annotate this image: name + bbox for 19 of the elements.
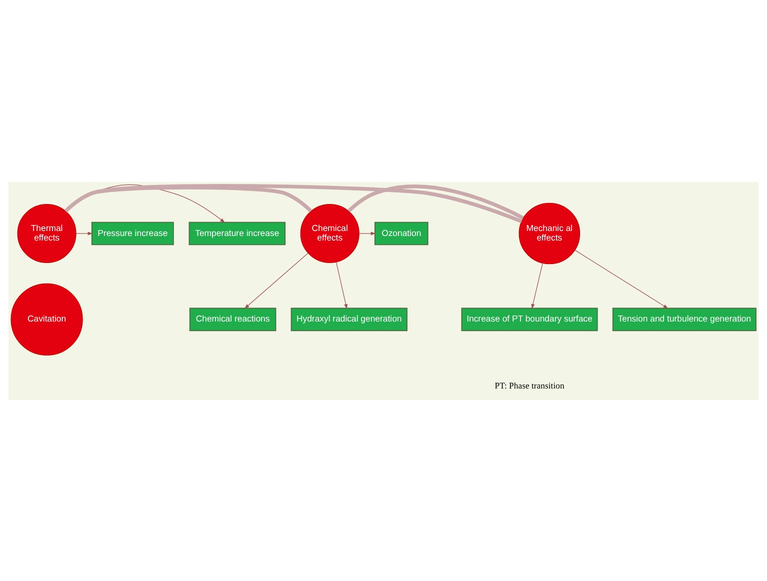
arrow <box>358 231 376 235</box>
node-box: Temperature increase <box>188 221 286 245</box>
node-box: Chemical reactions <box>189 307 276 331</box>
node-circle: Mechanic al effects <box>518 202 580 264</box>
arrow <box>531 262 543 308</box>
node-box: Increase of PT boundary surface <box>461 307 598 331</box>
arrow <box>574 249 668 308</box>
node-circle: Thermal effects <box>17 203 76 263</box>
arrow <box>244 252 308 308</box>
label: PT: Phase transition <box>494 380 564 390</box>
arrow <box>76 231 93 235</box>
node-box: Tension and turbulence generation <box>612 307 756 331</box>
connector <box>347 184 524 220</box>
node-circle: Cavitation <box>10 282 83 356</box>
node-box: Ozonation <box>374 221 428 245</box>
arrow <box>336 261 348 309</box>
node-box: Pressure increase <box>91 221 174 245</box>
node-circle: Chemical effects <box>300 203 360 263</box>
node-box: Hydraxyl radical generation <box>290 307 408 331</box>
